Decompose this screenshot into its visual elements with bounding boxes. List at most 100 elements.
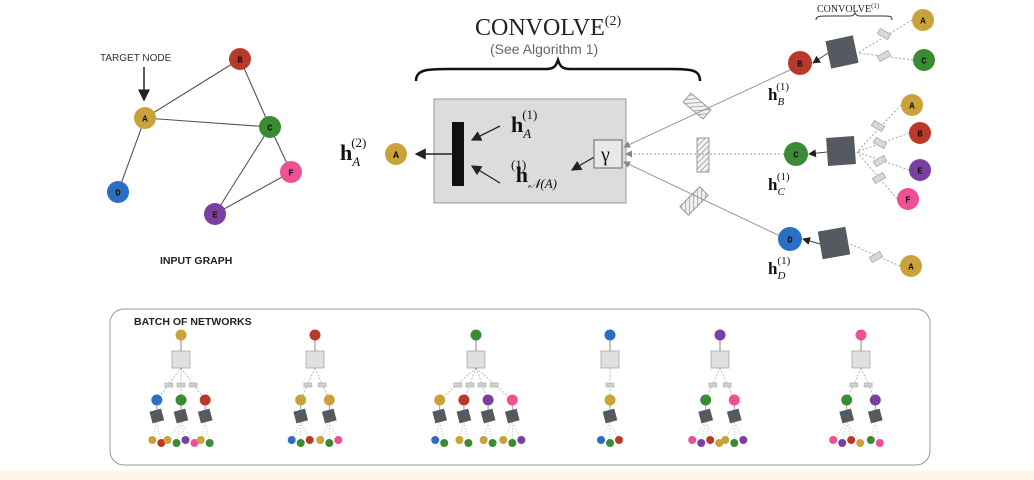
batch-root-A (175, 329, 187, 341)
conv1-h: h (768, 259, 778, 278)
batch-tree-F (829, 329, 884, 447)
batch-leaf-edge (600, 421, 611, 441)
aggregator-box-D (817, 226, 851, 260)
batch-leaf-C (488, 439, 497, 447)
batch-pill (708, 382, 718, 388)
batch-leaf-D (287, 436, 296, 444)
batch-leaf-F (190, 439, 199, 447)
batch-leaf-edge (180, 421, 195, 444)
self-sup: (1) (522, 107, 537, 122)
conv1-h-sup: (1) (777, 255, 790, 267)
batch-leaf-B (157, 439, 166, 447)
neigh-embedding-label: h𝒩(A)(1) (511, 157, 557, 191)
self-sub: A (522, 126, 531, 141)
batch-agg-box (839, 408, 855, 424)
convolve2-title: CONVOLVE(2) (475, 14, 621, 41)
batch-leaf-edge (502, 421, 513, 441)
batch-leaf-C (606, 439, 614, 447)
batch-edge (463, 367, 477, 401)
node-label-A: A (908, 263, 914, 273)
node-label-C: C (267, 124, 273, 134)
batch-pill (477, 382, 487, 388)
conv1-neighbor-D-A (900, 255, 922, 277)
conv1-neighbor-B-A (912, 9, 934, 31)
batch-leaf-C (325, 439, 334, 447)
batch-leaf-edge (874, 421, 881, 444)
conv1-edge-BA (857, 19, 913, 54)
batch-leaf-C (464, 439, 473, 447)
neigh-h: h (516, 162, 528, 187)
conv1-neighbor-C-B (909, 122, 931, 144)
graph-node-B (229, 48, 251, 70)
conv1-h-sub: B (777, 96, 784, 108)
batch-leaf-D (431, 436, 440, 444)
conv1-pill (876, 49, 892, 63)
graph-node-E (204, 203, 226, 225)
batch-concat-box (305, 350, 325, 369)
batch-leaf-edge (204, 421, 211, 444)
conv1-neighbor-C-A (901, 94, 923, 116)
target-node-label: TARGET NODE (100, 53, 172, 64)
batch-concat-box (851, 350, 871, 369)
batch-leaf-E (517, 436, 526, 444)
batch-leaf-C (172, 439, 181, 447)
batch-agg-box (867, 408, 883, 424)
graph-edge-AC (144, 117, 271, 128)
batch-leaf-edge (609, 421, 620, 441)
out-h: h (340, 140, 352, 165)
batch-pill (303, 382, 313, 388)
batch-leaf-edge (846, 421, 861, 444)
batch-leaf-F (829, 436, 838, 444)
conv1-edge-DA (849, 243, 901, 267)
batch-tree-A (148, 329, 214, 447)
batch-leaf-edge (319, 421, 330, 441)
batch-pill (605, 382, 615, 388)
batch-leaf-edge (841, 421, 848, 444)
hatched-transform-top (682, 92, 712, 120)
batch-pill (317, 382, 327, 388)
batch-pill (722, 382, 732, 388)
batch-leaf-edge (487, 421, 493, 444)
convolve1-title-sup: (1) (871, 2, 880, 10)
batch-root-E (714, 329, 726, 341)
batch-leaf-E (181, 436, 190, 444)
batch-leaf-edge (463, 421, 469, 444)
batch-leaf-edge (300, 421, 311, 441)
conv1-out-arrow-D (802, 237, 821, 245)
batch-l1-C (700, 394, 712, 406)
hatched-transform-mid (696, 137, 710, 173)
batch-leaf-B (305, 436, 314, 444)
batch-leaf-F (334, 436, 343, 444)
conv1-pill (871, 171, 887, 185)
batch-edge (475, 367, 489, 401)
node-label-A: A (920, 17, 926, 27)
batch-leaf-A (163, 436, 172, 444)
batch-leaf-edge (733, 421, 744, 441)
convolve1-title: CONVOLVE(1) (817, 2, 880, 15)
batch-leaf-edge (176, 421, 182, 444)
node-label-A: A (142, 115, 148, 125)
node-label-E: E (917, 167, 923, 177)
neigh-sub: 𝒩(A) (528, 176, 557, 191)
node-label-E: E (212, 211, 218, 221)
conv1-pill (868, 250, 884, 264)
batch-leaf-A (721, 436, 730, 444)
graph-edge-AB (144, 58, 241, 119)
batch-edge (439, 367, 477, 401)
node-label-C: C (793, 151, 799, 161)
convolve1-title-main: CONVOLVE (817, 4, 871, 15)
node-label-D: D (115, 189, 121, 199)
convolve1-brace (815, 11, 893, 21)
graph-node-D (107, 181, 129, 203)
batch-leaf-A (196, 436, 205, 444)
conv1-h-label-D: hD(1) (768, 255, 791, 282)
conv1-h: h (768, 175, 778, 194)
convolve2-brace (414, 56, 702, 82)
batch-agg-box (480, 408, 496, 424)
batch-leaf-B (706, 436, 715, 444)
batch-pill (489, 382, 499, 388)
node-label-B: B (797, 60, 803, 70)
node-label-D: D (787, 236, 793, 246)
batch-concat-box (600, 350, 620, 369)
